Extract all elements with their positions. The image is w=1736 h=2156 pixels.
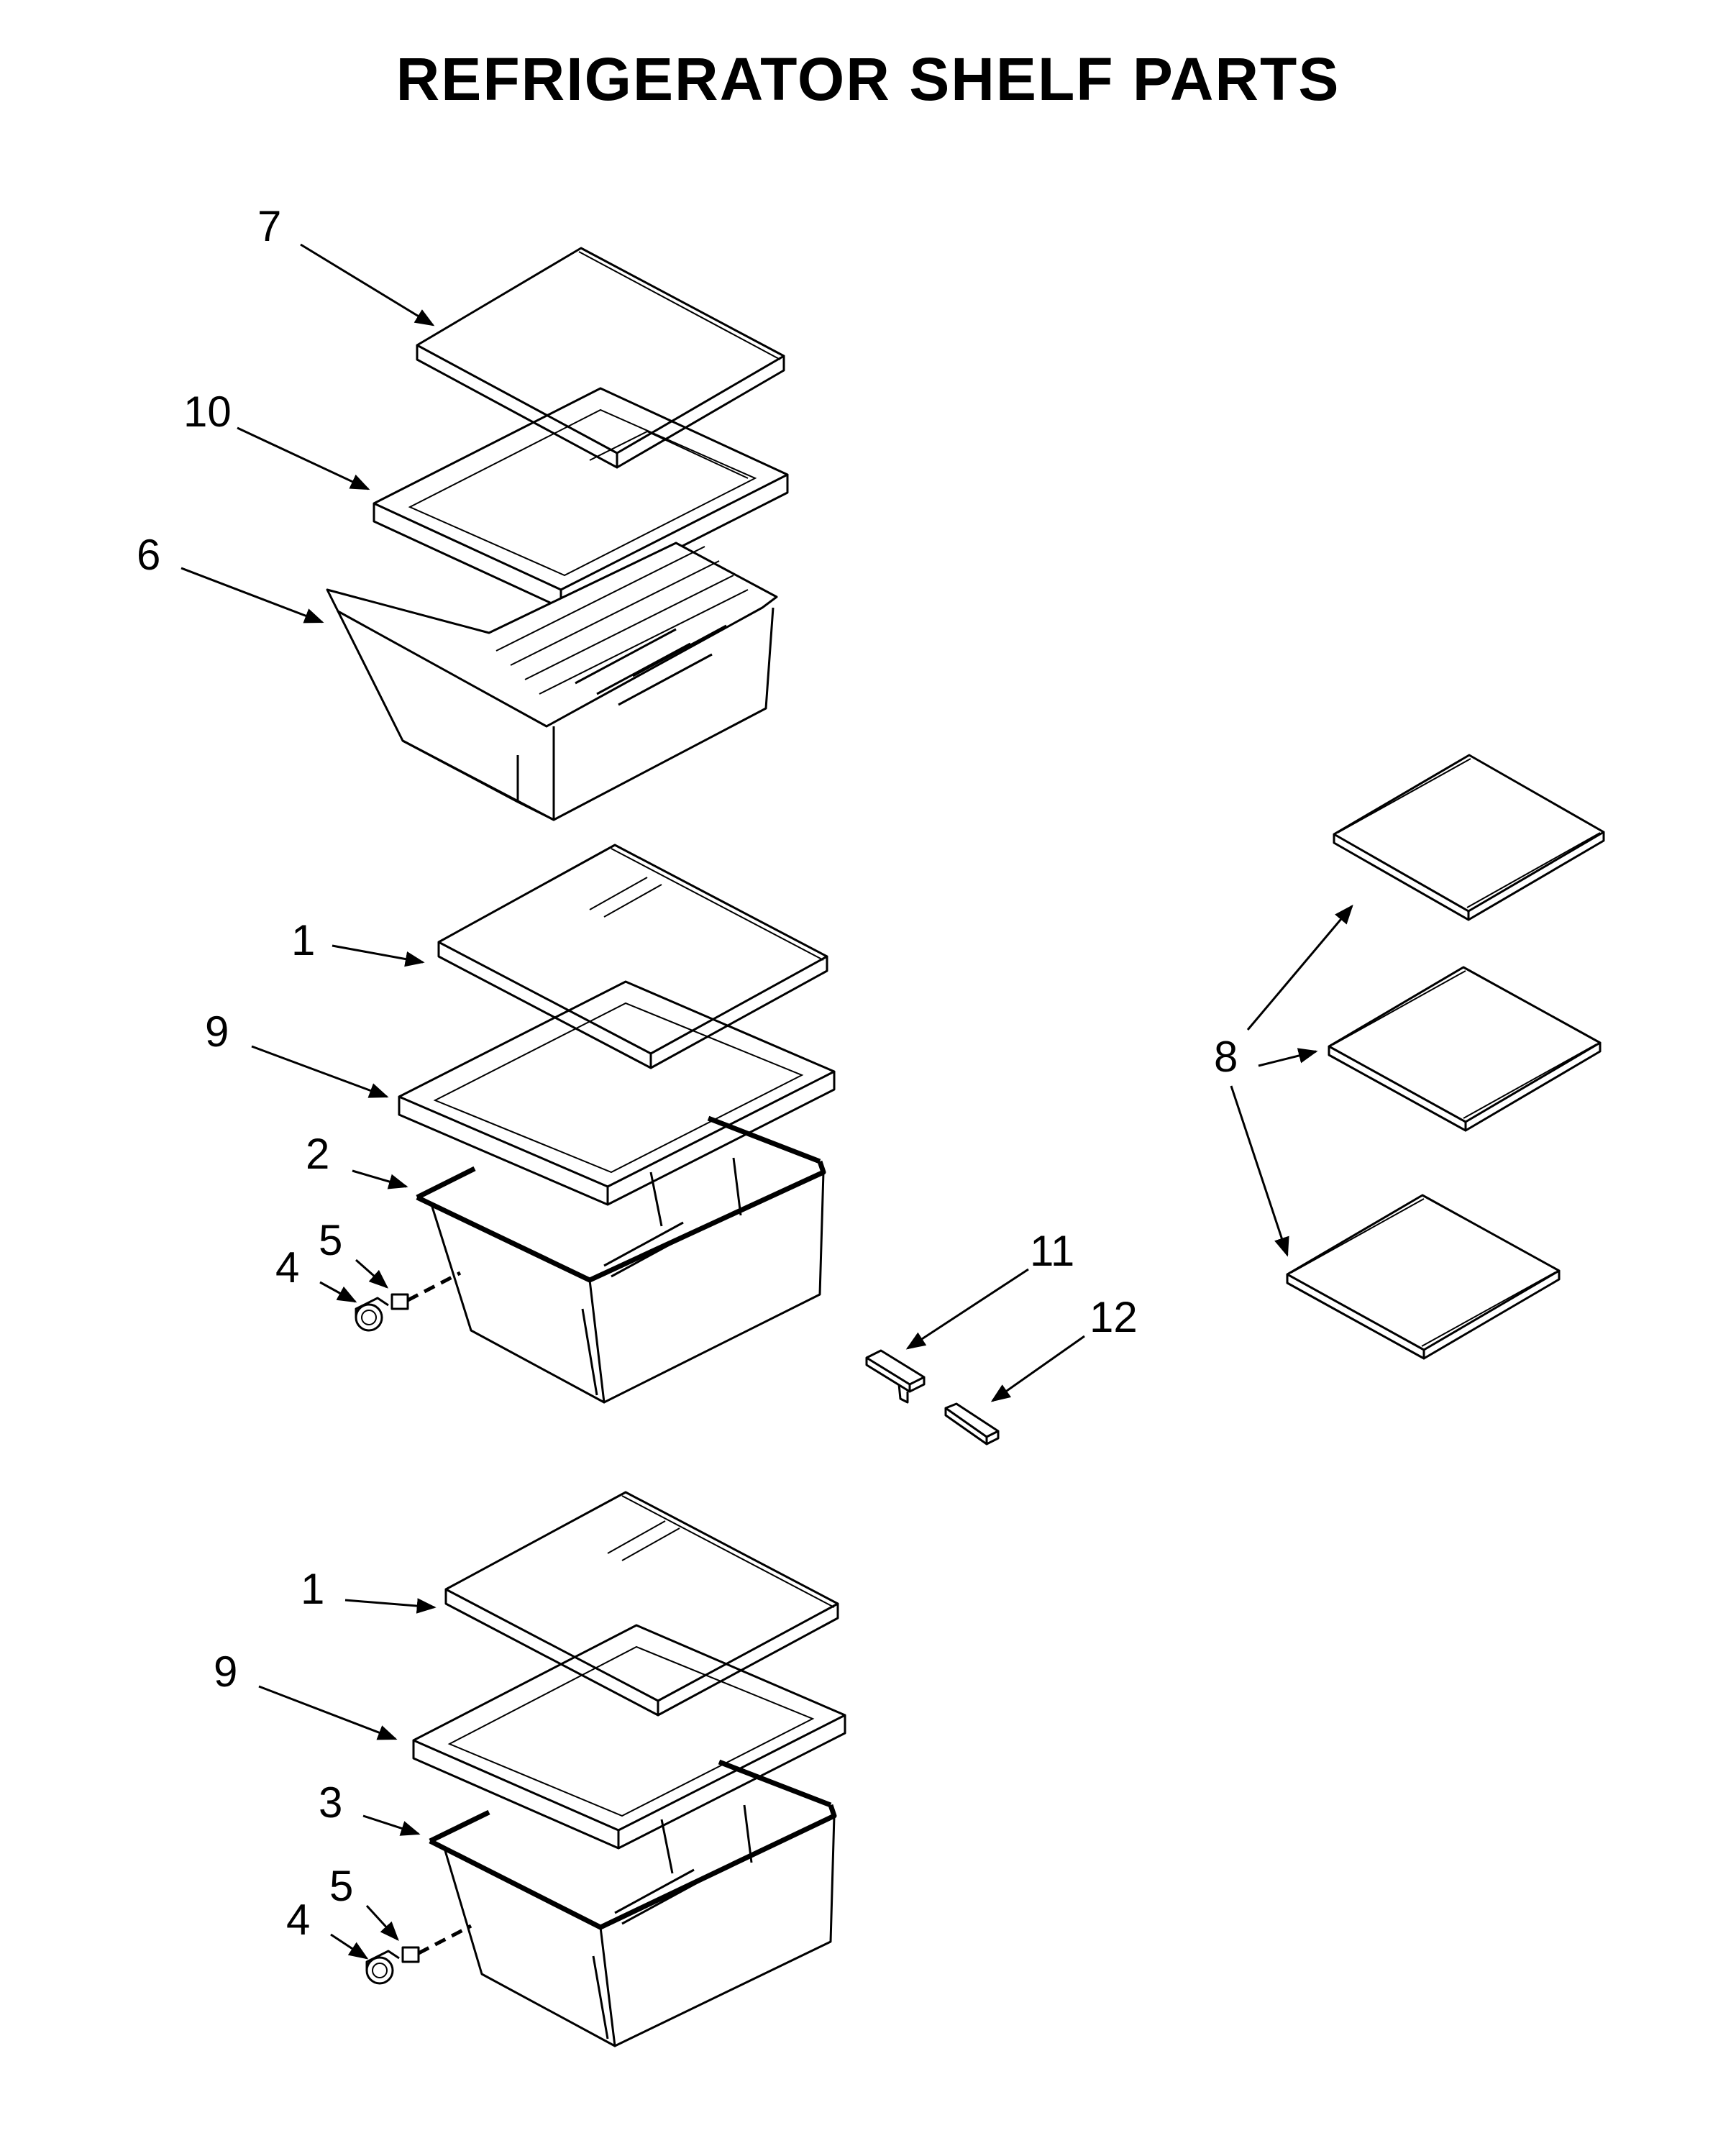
part-9-shelf-frame-lower	[412, 1624, 846, 1850]
callout-10: 10	[183, 388, 232, 436]
axle-centerline-upper	[406, 1271, 462, 1302]
callout-8: 8	[1214, 1033, 1238, 1081]
part-5-axle-upper	[390, 1293, 409, 1310]
callout-6: 6	[137, 531, 160, 579]
callout-7: 7	[257, 202, 281, 250]
part-8-shelf-middle	[1328, 966, 1602, 1132]
callout-1-lower: 1	[301, 1565, 324, 1613]
part-1-glass-shelf-lower	[444, 1491, 839, 1717]
callout-11: 11	[1030, 1227, 1074, 1275]
part-4-roller-lower	[365, 1950, 400, 1985]
part-8-shelf-bottom	[1286, 1194, 1561, 1360]
diagram-title: REFRIGERATOR SHELF PARTS	[396, 45, 1340, 113]
callout-3: 3	[319, 1778, 342, 1827]
callout-4-upper: 4	[275, 1243, 299, 1292]
part-6-crisper-pan	[326, 542, 778, 821]
part-12-clip	[944, 1402, 1000, 1445]
callout-2: 2	[306, 1130, 329, 1178]
part-9-shelf-frame-upper	[398, 980, 836, 1206]
callout-1-upper: 1	[291, 916, 315, 964]
callout-12: 12	[1089, 1293, 1138, 1341]
callout-labels: 7 10 6 1 9 2 5 4 1 9 3 5 4 8 11 12	[137, 202, 1238, 1944]
axle-centerline-lower	[417, 1924, 472, 1955]
part-7-glass-shelf	[416, 247, 785, 469]
part-4-roller-upper	[355, 1297, 389, 1332]
callout-9-lower: 9	[214, 1648, 237, 1696]
part-2-crisper-drawer	[416, 1115, 826, 1404]
part-3-crisper-drawer	[429, 1759, 837, 2047]
part-11-clip	[865, 1349, 926, 1404]
callout-5-upper: 5	[319, 1216, 342, 1264]
leader-arrows	[181, 243, 1353, 1960]
callout-5-lower: 5	[329, 1862, 353, 1910]
part-8-shelf-top	[1333, 754, 1605, 921]
part-1-glass-shelf-upper	[437, 844, 828, 1069]
callout-9-upper: 9	[205, 1008, 229, 1056]
part-5-axle-lower	[401, 1946, 420, 1963]
callout-4-lower: 4	[286, 1896, 310, 1944]
